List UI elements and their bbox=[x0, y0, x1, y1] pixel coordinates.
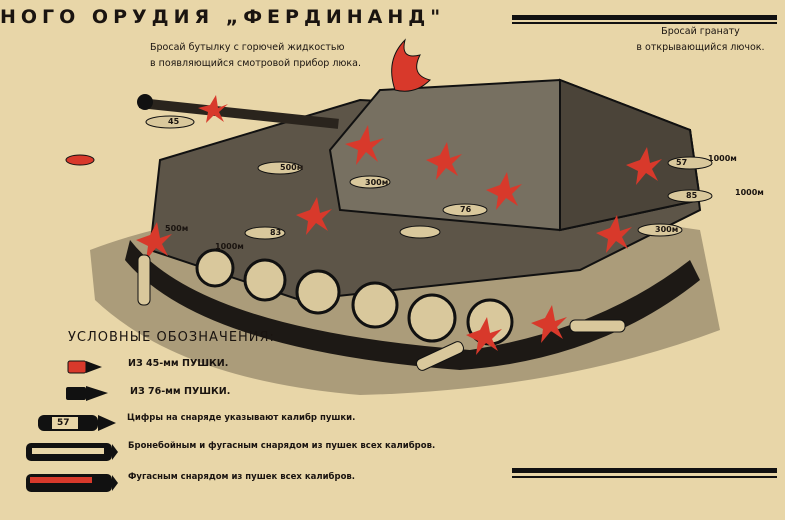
shell-label: 300м bbox=[365, 178, 389, 187]
grenade-line-2: в открывающийся лючок. bbox=[636, 42, 765, 53]
shell-label: 1000м bbox=[735, 188, 764, 197]
legend-item-45mm: ИЗ 45-мм ПУШКИ. bbox=[128, 358, 229, 369]
shell-label: 1000м bbox=[708, 154, 737, 163]
incoming-shells bbox=[65, 115, 713, 371]
legend-item-76mm: ИЗ 76-мм ПУШКИ. bbox=[130, 386, 231, 397]
road-wheels bbox=[195, 248, 514, 346]
shell-label: 76 bbox=[460, 205, 472, 214]
shell-label: 45 bbox=[168, 117, 180, 126]
shell-label: 1000м bbox=[215, 242, 244, 251]
bottom-rule bbox=[512, 468, 777, 473]
hit-marks bbox=[136, 95, 662, 355]
bottle-instruction: Бросай бутылку с горючей жидкостью в поя… bbox=[150, 40, 361, 72]
long-black-shell-icon bbox=[26, 443, 118, 461]
shell-label: 83 bbox=[270, 228, 282, 237]
shell-label: 57 bbox=[676, 158, 688, 167]
legend-heading: УСЛОВНЫЕ ОБОЗНАЧЕНИЯ: bbox=[68, 330, 275, 345]
legend-item-caliber: Цифры на снаряде указывают калибр пушки. bbox=[127, 413, 356, 423]
grenade-instruction: Бросай гранату в открывающийся лючок. bbox=[628, 24, 773, 56]
top-rule bbox=[512, 15, 777, 20]
black-shell-icon bbox=[66, 386, 108, 401]
bottom-rule-thin bbox=[512, 476, 777, 478]
long-red-shell-icon bbox=[26, 474, 118, 492]
flame bbox=[391, 38, 431, 92]
top-rule-thin bbox=[512, 22, 777, 24]
poster-title: НОГО ОРУДИЯ „ФЕРДИНАНД" bbox=[0, 6, 446, 28]
track bbox=[125, 240, 700, 370]
red-shell-icon bbox=[67, 360, 102, 374]
shell-label: 300м bbox=[655, 225, 679, 234]
legend-item-ap-he: Бронебойным и фугасным снарядом из пушек… bbox=[128, 441, 436, 451]
grenade-line-1: Бросай гранату bbox=[661, 26, 740, 37]
bottle-line-2: в появляющийся смотровой прибор люка. bbox=[150, 58, 361, 69]
gun-barrel bbox=[138, 97, 339, 129]
muzzle-brake bbox=[137, 94, 153, 110]
legend-shell-number: 57 bbox=[57, 418, 70, 428]
shell-label: 85 bbox=[686, 191, 698, 200]
shell-label: 500м bbox=[280, 163, 304, 172]
numbered-shell-icon bbox=[38, 415, 116, 431]
shell-label: 500м bbox=[165, 224, 189, 233]
bottle-line-1: Бросай бутылку с горючей жидкостью bbox=[150, 42, 345, 53]
legend-item-he: Фугасным снарядом из пушек всех калибров… bbox=[128, 472, 356, 482]
